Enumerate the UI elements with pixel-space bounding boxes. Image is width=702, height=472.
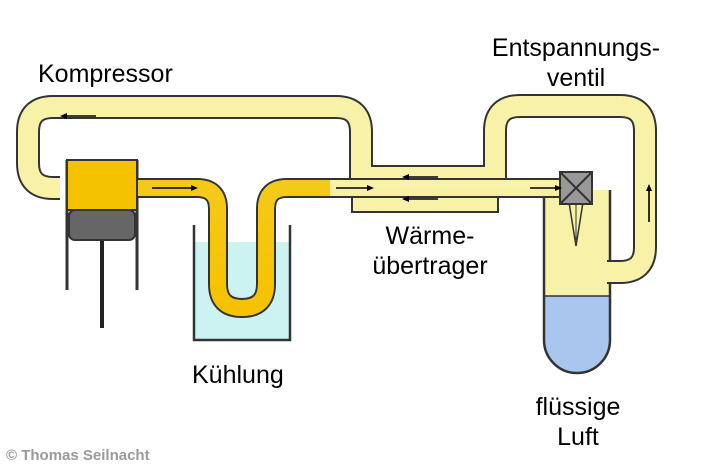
compressor-label: Kompressor	[38, 60, 173, 88]
expansion-valve-label-line1: Entspannungs-	[491, 34, 661, 62]
heat-exchanger-label-line2: übertrager	[372, 252, 488, 280]
expansion-valve-label-line2: ventil	[546, 64, 606, 92]
supply-pipe	[135, 178, 560, 318]
copyright-notice: © Thomas Seilnacht	[6, 447, 150, 464]
flow-arrows	[60, 113, 652, 222]
expansion-valve	[559, 171, 593, 205]
heat-exchanger-label-line1: Wärme-	[385, 222, 475, 250]
liquid-air-label-line2: Luft	[557, 423, 599, 451]
compressor	[66, 159, 138, 241]
heat-exchanger-label: Wärme- übertrager	[360, 221, 500, 281]
liquid-air-label: flüssige Luft	[520, 392, 636, 452]
expansion-valve-label: Entspannungs- ventil	[478, 33, 674, 93]
liquid-air-label-line1: flüssige	[535, 393, 621, 421]
cooling-label: Kühlung	[192, 361, 284, 389]
liquid-air-vessel	[542, 190, 612, 375]
